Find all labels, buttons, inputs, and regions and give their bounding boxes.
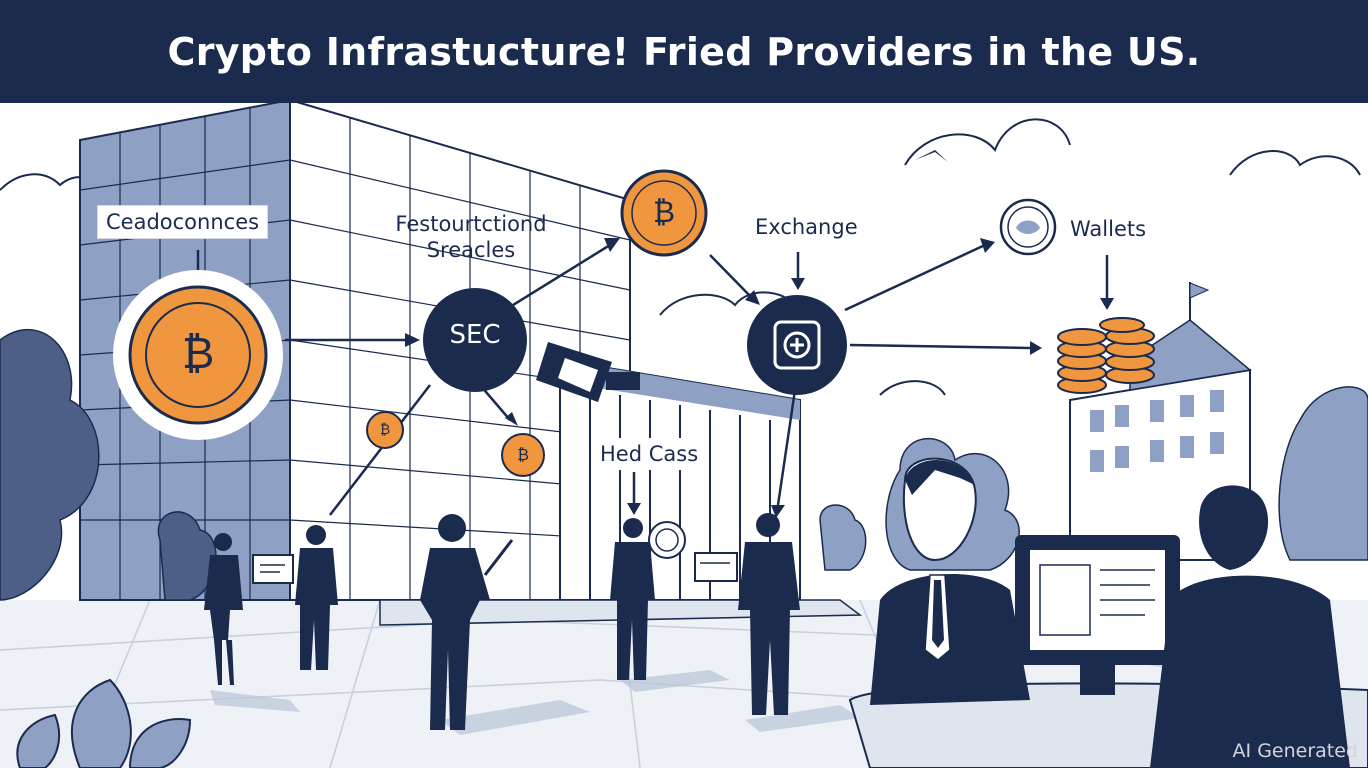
- exchange-node-icon: [747, 295, 847, 395]
- label-ceadoconnces: Ceadoconnces: [97, 205, 269, 239]
- coin-symbol-small-1: ₿: [379, 422, 391, 438]
- badge-icon: [648, 521, 686, 559]
- coin-symbol-top: ₿: [652, 195, 676, 230]
- sec-node: [423, 288, 527, 392]
- wallet-icon: [999, 198, 1057, 256]
- person-man-back: [738, 513, 800, 715]
- bitcoin-coin-top-icon: [620, 169, 708, 257]
- person-woman: [204, 533, 243, 685]
- bird-icon: [915, 150, 948, 162]
- arrow-heads: [191, 238, 1114, 518]
- coin-stacks-icon: [1057, 317, 1155, 394]
- label-line-2: Sreacles: [426, 238, 516, 262]
- label-wallets: Wallets: [1070, 217, 1147, 241]
- page-title: Crypto Infrastucture! Fried Providers in…: [167, 29, 1201, 74]
- tablet-device: [252, 554, 294, 584]
- shadows: [210, 670, 860, 735]
- label-hed-cass: Hed Cass: [592, 438, 707, 470]
- watermark: AI Generated: [1232, 740, 1358, 762]
- security-camera-icon: [536, 342, 640, 402]
- foreground-leaves: [16, 678, 192, 768]
- coin-symbol-large: ₿: [181, 328, 215, 379]
- cloud-right-top: [904, 118, 1361, 176]
- sec-label: SEC: [449, 320, 501, 350]
- bitcoin-coin-small-icon: [366, 411, 545, 477]
- person-seated-front: [870, 457, 1030, 705]
- label-line-1: Festourtctiond: [395, 212, 547, 236]
- person-presenter: [420, 514, 514, 730]
- label-exchange: Exchange: [755, 215, 858, 239]
- person-man-1: [295, 525, 338, 670]
- label-festourtctiond: Festourtctiond Sreacles: [378, 208, 564, 266]
- computer-monitor-icon: [1015, 535, 1180, 695]
- person-seated-back: [1150, 485, 1350, 768]
- trees-left: [0, 328, 217, 601]
- laptop-device: [694, 552, 738, 582]
- person-man-2: [610, 518, 655, 680]
- bitcoin-coin-large-icon: [113, 270, 283, 440]
- coin-symbol-small-2: ₿: [517, 445, 529, 464]
- title-banner: Crypto Infrastucture! Fried Providers in…: [0, 0, 1368, 103]
- flow-arrows: [196, 243, 1109, 516]
